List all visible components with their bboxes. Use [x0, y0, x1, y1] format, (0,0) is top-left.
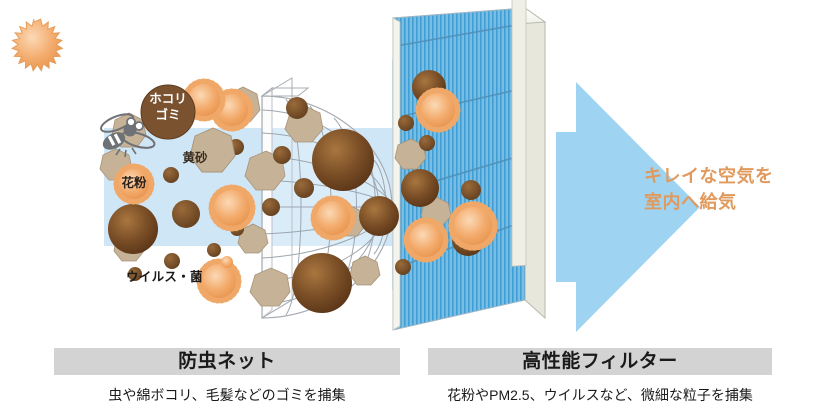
pollen-particle [196, 258, 242, 304]
arrow-label: キレイな空気を 室内へ給気 [644, 163, 774, 215]
pollen-particle [448, 201, 498, 251]
pollen-particle [10, 18, 64, 72]
pollen-particle [310, 195, 356, 241]
caption-insect-net: 防虫ネット 虫や綿ボコリ、毛髪などのゴミを捕集 [54, 348, 400, 405]
arrow-label-line2: 室内へ給気 [644, 192, 737, 213]
pollen-label-shape [113, 163, 155, 205]
bee-icon [100, 113, 156, 158]
caption-high-performance-filter-heading: 高性能フィルター [428, 348, 772, 375]
arrow-label-line1: キレイな空気を [644, 166, 774, 186]
pollen-particle-small [221, 256, 233, 268]
caption-row: 防虫ネット 虫や綿ボコリ、毛髪などのゴミを捕集 高性能フィルター 花粉やPM2.… [0, 348, 840, 420]
caption-high-performance-filter-description: 花粉やPM2.5、ウイルスなど、微細な粒子を捕集 [447, 387, 753, 403]
pollen-particle-group [114, 78, 498, 304]
virus-label: ウイルス・菌 [126, 270, 203, 284]
caption-insect-net-description: 虫や綿ボコリ、毛髪などのゴミを捕集 [108, 387, 346, 403]
pleated-filter-icon [391, 0, 547, 331]
pollen-particle [208, 184, 256, 232]
dust-particle-brown [108, 70, 484, 313]
pollen-particle [415, 87, 461, 133]
caption-high-performance-filter: 高性能フィルター 花粉やPM2.5、ウイルスなど、微細な粒子を捕集 [428, 348, 772, 405]
yellow-sand-label-shape [189, 127, 236, 173]
right-arrow-icon [556, 82, 700, 332]
dust-label-bubble [140, 84, 196, 140]
caption-insect-net-heading: 防虫ネット [54, 348, 400, 375]
pollen-particle [403, 217, 449, 263]
virus-particle [164, 253, 180, 269]
particle-cloud [10, 18, 498, 313]
